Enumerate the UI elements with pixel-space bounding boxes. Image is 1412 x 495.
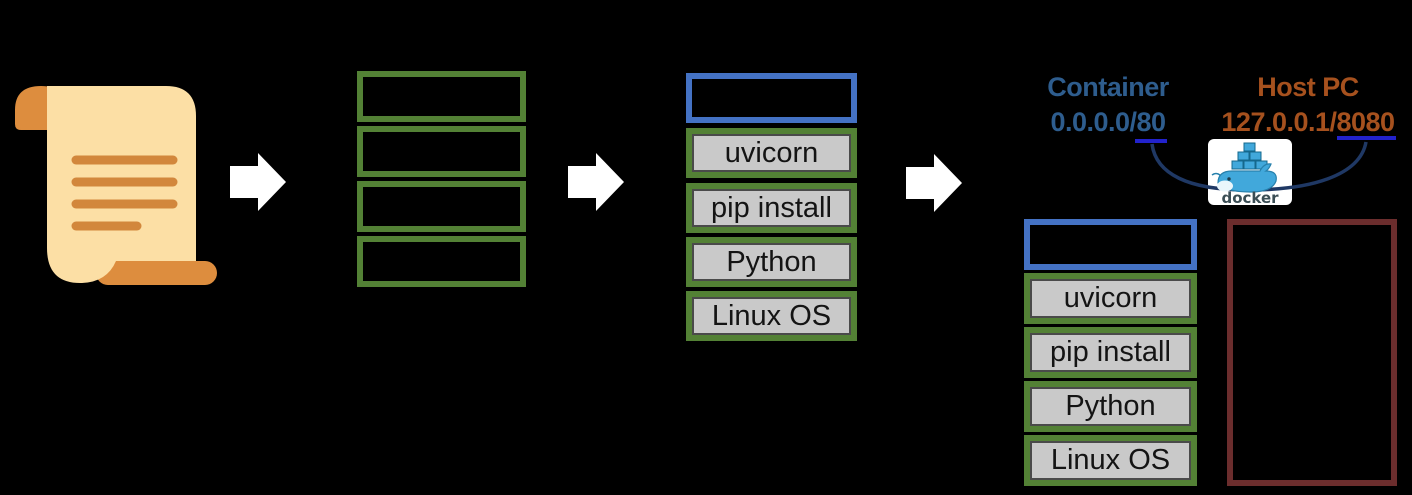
container-top-box	[686, 73, 857, 123]
container-address: 0.0.0.0/80	[1050, 107, 1166, 137]
deployed-layer-pip-install: pip install	[1024, 327, 1197, 378]
layer-uvicorn: uvicorn	[686, 128, 857, 178]
image-layer-box-1	[357, 71, 526, 122]
host-pc-label: Host PC	[1257, 72, 1359, 102]
deployed-layer-uvicorn: uvicorn	[1024, 273, 1197, 324]
docker-whale-icon: docker	[1211, 142, 1279, 207]
deployed-layer-python: Python	[1024, 381, 1197, 432]
host-pc-box	[1227, 219, 1397, 486]
layer-pip-install: pip install	[686, 183, 857, 233]
arrow-right-icon-3	[906, 154, 962, 212]
layer-label: Linux OS	[1030, 441, 1191, 480]
container-label: Container	[1047, 72, 1169, 102]
arrow-right-icon-1	[230, 153, 286, 211]
dockerfile-scroll-icon	[15, 86, 217, 285]
image-layer-box-2	[357, 126, 526, 177]
image-layer-box-3	[357, 181, 526, 232]
layer-label: Python	[1030, 387, 1191, 426]
image-layer-box-4	[357, 236, 526, 287]
port-mapping-graphic: docker	[1135, 136, 1396, 207]
layer-label: pip install	[1030, 333, 1191, 372]
layer-label: Linux OS	[692, 297, 851, 335]
docker-wordmark: docker	[1221, 189, 1279, 207]
layer-label: Python	[692, 243, 851, 281]
layer-label: uvicorn	[692, 134, 851, 172]
deployed-layer-linux-os: Linux OS	[1024, 435, 1197, 486]
layer-label: pip install	[692, 189, 851, 227]
arrow-right-icon-2	[568, 153, 624, 211]
host-pc-address: 127.0.0.1/8080	[1221, 107, 1395, 137]
layer-python: Python	[686, 237, 857, 287]
scroll-text-lines	[71, 155, 178, 231]
deployed-container-top-box	[1024, 219, 1197, 270]
scroll-bottom-flare	[96, 261, 217, 285]
layer-linux-os: Linux OS	[686, 291, 857, 341]
layer-label: uvicorn	[1030, 279, 1191, 318]
